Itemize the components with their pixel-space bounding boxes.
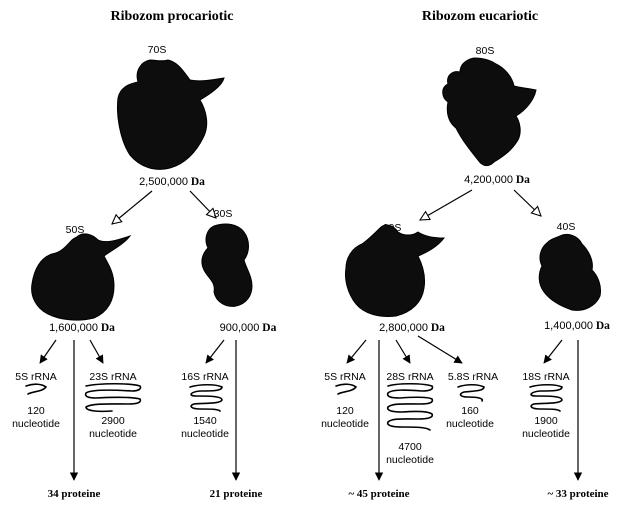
prokaryote-70s-mass: 2,500,000 Da bbox=[139, 176, 205, 188]
prokaryote-70s-ribosome bbox=[117, 59, 225, 170]
eukaryote-80s-label: 80S bbox=[476, 45, 495, 57]
rna-28s-euk-name: 28S rRNA bbox=[386, 371, 433, 383]
rna-5-8s-euk-name: 5.8S rRNA bbox=[448, 371, 498, 383]
rna-5-8s-euk-count: 160 bbox=[461, 405, 479, 417]
arrow-30s-to-16s bbox=[205, 339, 225, 364]
arrow-80s-to-60s bbox=[420, 189, 473, 220]
rna-28s-euk-count: 4700 bbox=[398, 441, 422, 453]
arrow-50s-to-23s bbox=[89, 339, 104, 364]
eukaryote-60s-mass: 2,800,000 Da bbox=[379, 322, 445, 334]
rna-5s-euk-unit: nucleotide bbox=[321, 418, 369, 430]
arrow-60s-to-5s bbox=[346, 339, 367, 364]
arrow-70s-to-30s bbox=[189, 190, 216, 218]
rna-16s-prok-squiggle bbox=[189, 383, 223, 412]
arrow-80s-to-40s bbox=[513, 189, 541, 216]
arrow-50s-to-5s bbox=[39, 339, 57, 364]
prokaryote-title: Ribozom procariotic bbox=[111, 9, 234, 24]
rna-18s-euk-count: 1900 bbox=[534, 415, 558, 427]
eukaryote-large-proteins: ~ 45 proteine bbox=[348, 488, 409, 500]
eukaryote-small-proteins: ~ 33 proteine bbox=[547, 488, 608, 500]
prokaryote-large-proteins: 34 proteine bbox=[48, 488, 101, 500]
arrow-60s-to-5-8s bbox=[417, 335, 463, 364]
prokaryote-30s-subunit bbox=[201, 223, 253, 307]
prokaryote-50s-label: 50S bbox=[66, 224, 85, 236]
rna-5s-prok-squiggle bbox=[25, 383, 48, 395]
arrow-40s-to-18s bbox=[543, 339, 563, 364]
eukaryote-60s-subunit bbox=[345, 224, 446, 317]
rna-18s-euk-unit: nucleotide bbox=[522, 428, 570, 440]
rna-16s-prok-unit: nucleotide bbox=[181, 428, 229, 440]
rna-28s-euk-unit: nucleotide bbox=[386, 454, 434, 466]
rna-5-8s-euk-squiggle bbox=[457, 383, 485, 402]
rna-23s-prok-count: 2900 bbox=[101, 415, 125, 427]
prokaryote-70s-label: 70S bbox=[148, 44, 167, 56]
rna-5s-euk-name: 5S rRNA bbox=[324, 371, 365, 383]
rna-18s-euk-squiggle bbox=[529, 383, 563, 412]
eukaryote-title: Ribozom eucariotic bbox=[422, 9, 538, 24]
prokaryote-30s-label: 30S bbox=[214, 208, 233, 220]
eukaryote-40s-subunit bbox=[538, 233, 601, 311]
rna-23s-prok-unit: nucleotide bbox=[89, 428, 137, 440]
rna-5-8s-euk-unit: nucleotide bbox=[446, 418, 494, 430]
rna-5s-euk-squiggle bbox=[335, 383, 358, 395]
rna-5s-euk-count: 120 bbox=[336, 405, 354, 417]
rna-5s-prok-name: 5S rRNA bbox=[15, 371, 56, 383]
rna-28s-euk-squiggle bbox=[386, 382, 434, 431]
prokaryote-50s-subunit bbox=[31, 233, 132, 321]
rna-18s-euk-name: 18S rRNA bbox=[522, 371, 569, 383]
rna-5s-prok-unit: nucleotide bbox=[12, 418, 60, 430]
arrow-60s-to-28s bbox=[395, 339, 411, 364]
rna-5s-prok-count: 120 bbox=[27, 405, 45, 417]
prokaryote-small-proteins: 21 proteine bbox=[210, 488, 263, 500]
prokaryote-30s-mass: 900,000 Da bbox=[220, 322, 277, 334]
rna-23s-prok-name: 23S rRNA bbox=[89, 371, 136, 383]
eukaryote-80s-ribosome bbox=[442, 57, 537, 167]
eukaryote-40s-mass: 1,400,000 Da bbox=[544, 320, 610, 332]
rna-23s-prok-squiggle bbox=[84, 382, 142, 413]
prokaryote-50s-mass: 1,600,000 Da bbox=[49, 322, 115, 334]
rna-16s-prok-name: 16S rRNA bbox=[181, 371, 228, 383]
arrow-70s-to-50s bbox=[112, 190, 153, 224]
eukaryote-80s-mass: 4,200,000 Da bbox=[464, 174, 530, 186]
eukaryote-40s-label: 40S bbox=[557, 221, 576, 233]
rna-16s-prok-count: 1540 bbox=[193, 415, 217, 427]
